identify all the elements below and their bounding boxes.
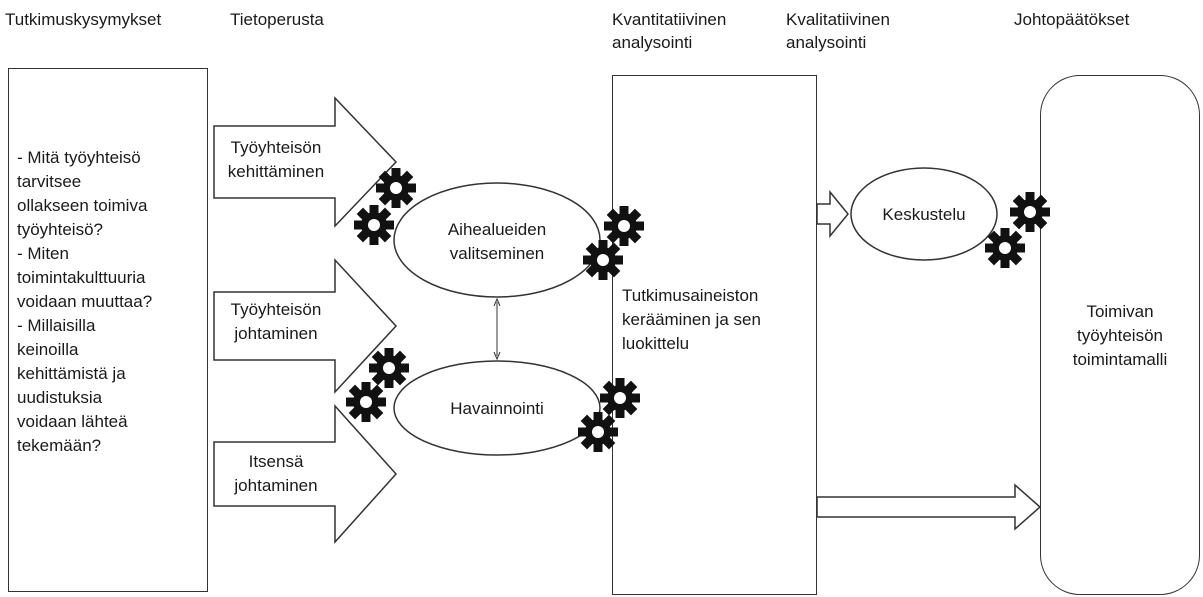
arrow-label-self-leadership: Itsensä johtaminen	[234, 452, 318, 495]
block-arrow-leadership	[213, 258, 398, 394]
gear-icon	[600, 378, 640, 418]
header-conclusions: Johtopäätökset	[1014, 10, 1130, 29]
gear-icon	[346, 382, 386, 422]
ellipse-label-observation: Havainnointi	[450, 399, 544, 418]
header-quantitative-analysis: Kvantitatiivinen analysointi	[612, 10, 727, 52]
gear-icon	[1010, 192, 1050, 232]
research-questions-box	[8, 68, 208, 592]
gear-icon	[985, 228, 1025, 268]
block-arrow-self-leadership	[213, 404, 398, 544]
block-arrow-to-discussion	[816, 189, 849, 239]
result-text: Toimivan työyhteisön toimintamalli	[1072, 302, 1168, 369]
data-collection-box	[612, 75, 817, 595]
data-collection-text: Tutkimusaineiston kerääminen ja sen luok…	[622, 286, 761, 353]
gear-icon	[376, 168, 416, 208]
research-questions-text: - Mitä työyhteisö tarvitsee ollakseen to…	[17, 148, 153, 455]
header-knowledge-base: Tietoperusta	[230, 10, 324, 29]
gear-icon	[354, 205, 394, 245]
header-qualitative-analysis: Kvalitatiivinen analysointi	[786, 10, 890, 52]
ellipse-observation	[393, 360, 601, 456]
header-research-questions: Tutkimuskysymykset	[5, 10, 162, 29]
result-box	[1040, 75, 1200, 595]
gear-icon	[369, 348, 409, 388]
ellipse-label-topic-selection: Aihealueiden valitseminen	[447, 220, 547, 263]
arrow-label-leadership: Työyhteisön johtaminen	[230, 300, 322, 343]
ellipse-discussion	[850, 167, 998, 261]
block-arrow-to-result	[816, 483, 1042, 531]
ellipse-label-discussion: Keskustelu	[882, 205, 966, 224]
arrow-label-development: Työyhteisön kehittäminen	[227, 138, 325, 181]
block-arrow-development	[213, 96, 398, 228]
gear-icon	[604, 206, 644, 246]
